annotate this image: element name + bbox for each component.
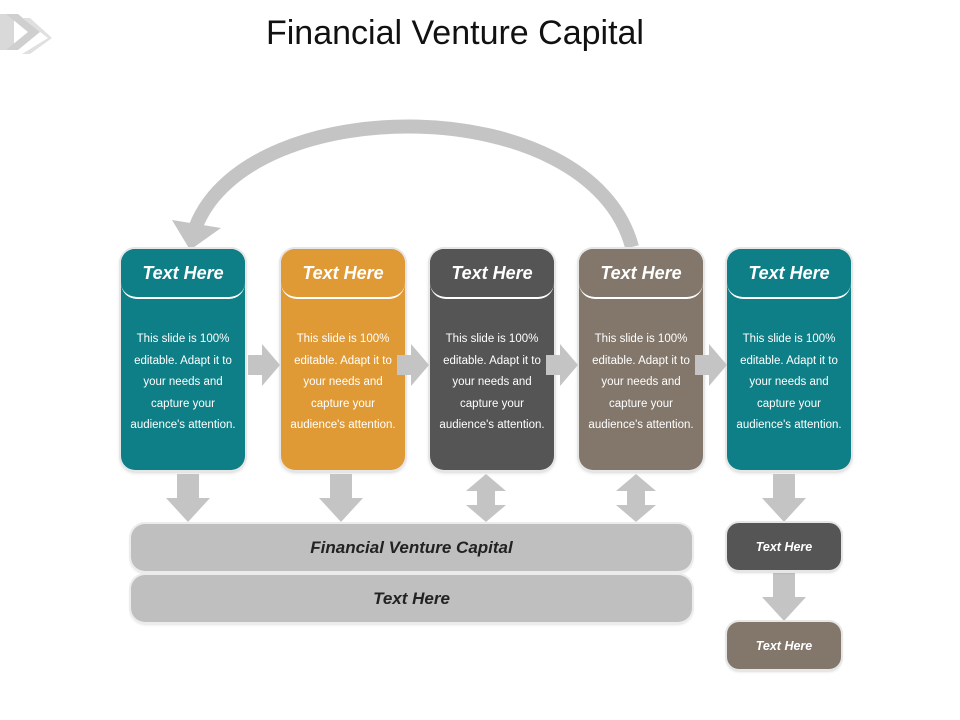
step-card-body-line: This slide is 100%: [742, 333, 836, 345]
step-card-body-line: audience's attention.: [130, 419, 236, 431]
arrow-right-icon: [546, 344, 578, 386]
step-card-body: This slide is 100% editable. Adapt it to y…: [729, 329, 849, 437]
step-card-body-line: capture your: [460, 397, 524, 410]
step-card-heading: Text Here: [579, 249, 703, 299]
chevron-logo-icon: [0, 14, 52, 54]
step-card-body-line: audience's attention.: [588, 419, 694, 431]
step-card-body: This slide is 100% editable. Adapt it to y…: [123, 329, 243, 437]
step-card-body-line: editable. Adapt it to: [294, 354, 392, 367]
step-card-body: This slide is 100% editable. Adapt it to y…: [432, 329, 552, 437]
step-card-body: This slide is 100% editable. Adapt it to y…: [283, 329, 403, 437]
step-card-body-line: audience's attention.: [736, 419, 842, 431]
step-card-body-line: audience's attention.: [439, 419, 545, 431]
step-card-body-line: capture your: [311, 397, 375, 410]
step-card-body-line: This slide is 100%: [136, 333, 230, 345]
step-card-heading: Text Here: [727, 249, 851, 299]
step-card-body-line: editable. Adapt it to: [134, 354, 232, 367]
arrow-down-icon: [319, 474, 363, 522]
arrow-down-icon: [166, 474, 210, 522]
step-card-heading: Text Here: [281, 249, 405, 299]
arrow-right-icon: [695, 344, 727, 386]
step-card-body-line: This slide is 100%: [445, 333, 539, 345]
step-card-body-line: your needs and: [303, 376, 383, 388]
double-headed-arrow-icon: [466, 474, 506, 522]
step-card-body-line: audience's attention.: [290, 419, 396, 431]
summary-bar-top: Financial Venture Capital: [131, 524, 692, 571]
arrow-right-icon: [397, 344, 429, 386]
side-box-lower: Text Here: [727, 622, 841, 669]
page-title: Financial Venture Capital: [265, 14, 644, 52]
step-card-heading: Text Here: [121, 249, 245, 299]
arrow-right-icon: [248, 344, 280, 386]
step-card-body-line: capture your: [609, 397, 673, 410]
arrow-down-icon: [762, 474, 806, 522]
step-card-body-line: This slide is 100%: [594, 333, 688, 345]
step-card-body-line: editable. Adapt it to: [592, 354, 690, 367]
arrow-down-icon: [762, 573, 806, 621]
step-card-body-line: your needs and: [452, 376, 532, 388]
step-card-body-line: editable. Adapt it to: [443, 354, 541, 367]
step-card-heading: Text Here: [430, 249, 554, 299]
step-card-body-line: This slide is 100%: [296, 333, 390, 345]
summary-bar-bottom: Text Here: [131, 575, 692, 622]
step-card-body-line: capture your: [757, 397, 821, 410]
step-card-body-line: your needs and: [749, 376, 829, 388]
step-card-body-line: your needs and: [143, 376, 223, 388]
side-box-upper: Text Here: [727, 523, 841, 570]
step-card-body-line: editable. Adapt it to: [740, 354, 838, 367]
step-card-body: This slide is 100% editable. Adapt it to y…: [581, 329, 701, 437]
double-headed-arrow-icon: [616, 474, 656, 522]
step-card-body-line: your needs and: [601, 376, 681, 388]
step-card-body-line: capture your: [151, 397, 215, 410]
